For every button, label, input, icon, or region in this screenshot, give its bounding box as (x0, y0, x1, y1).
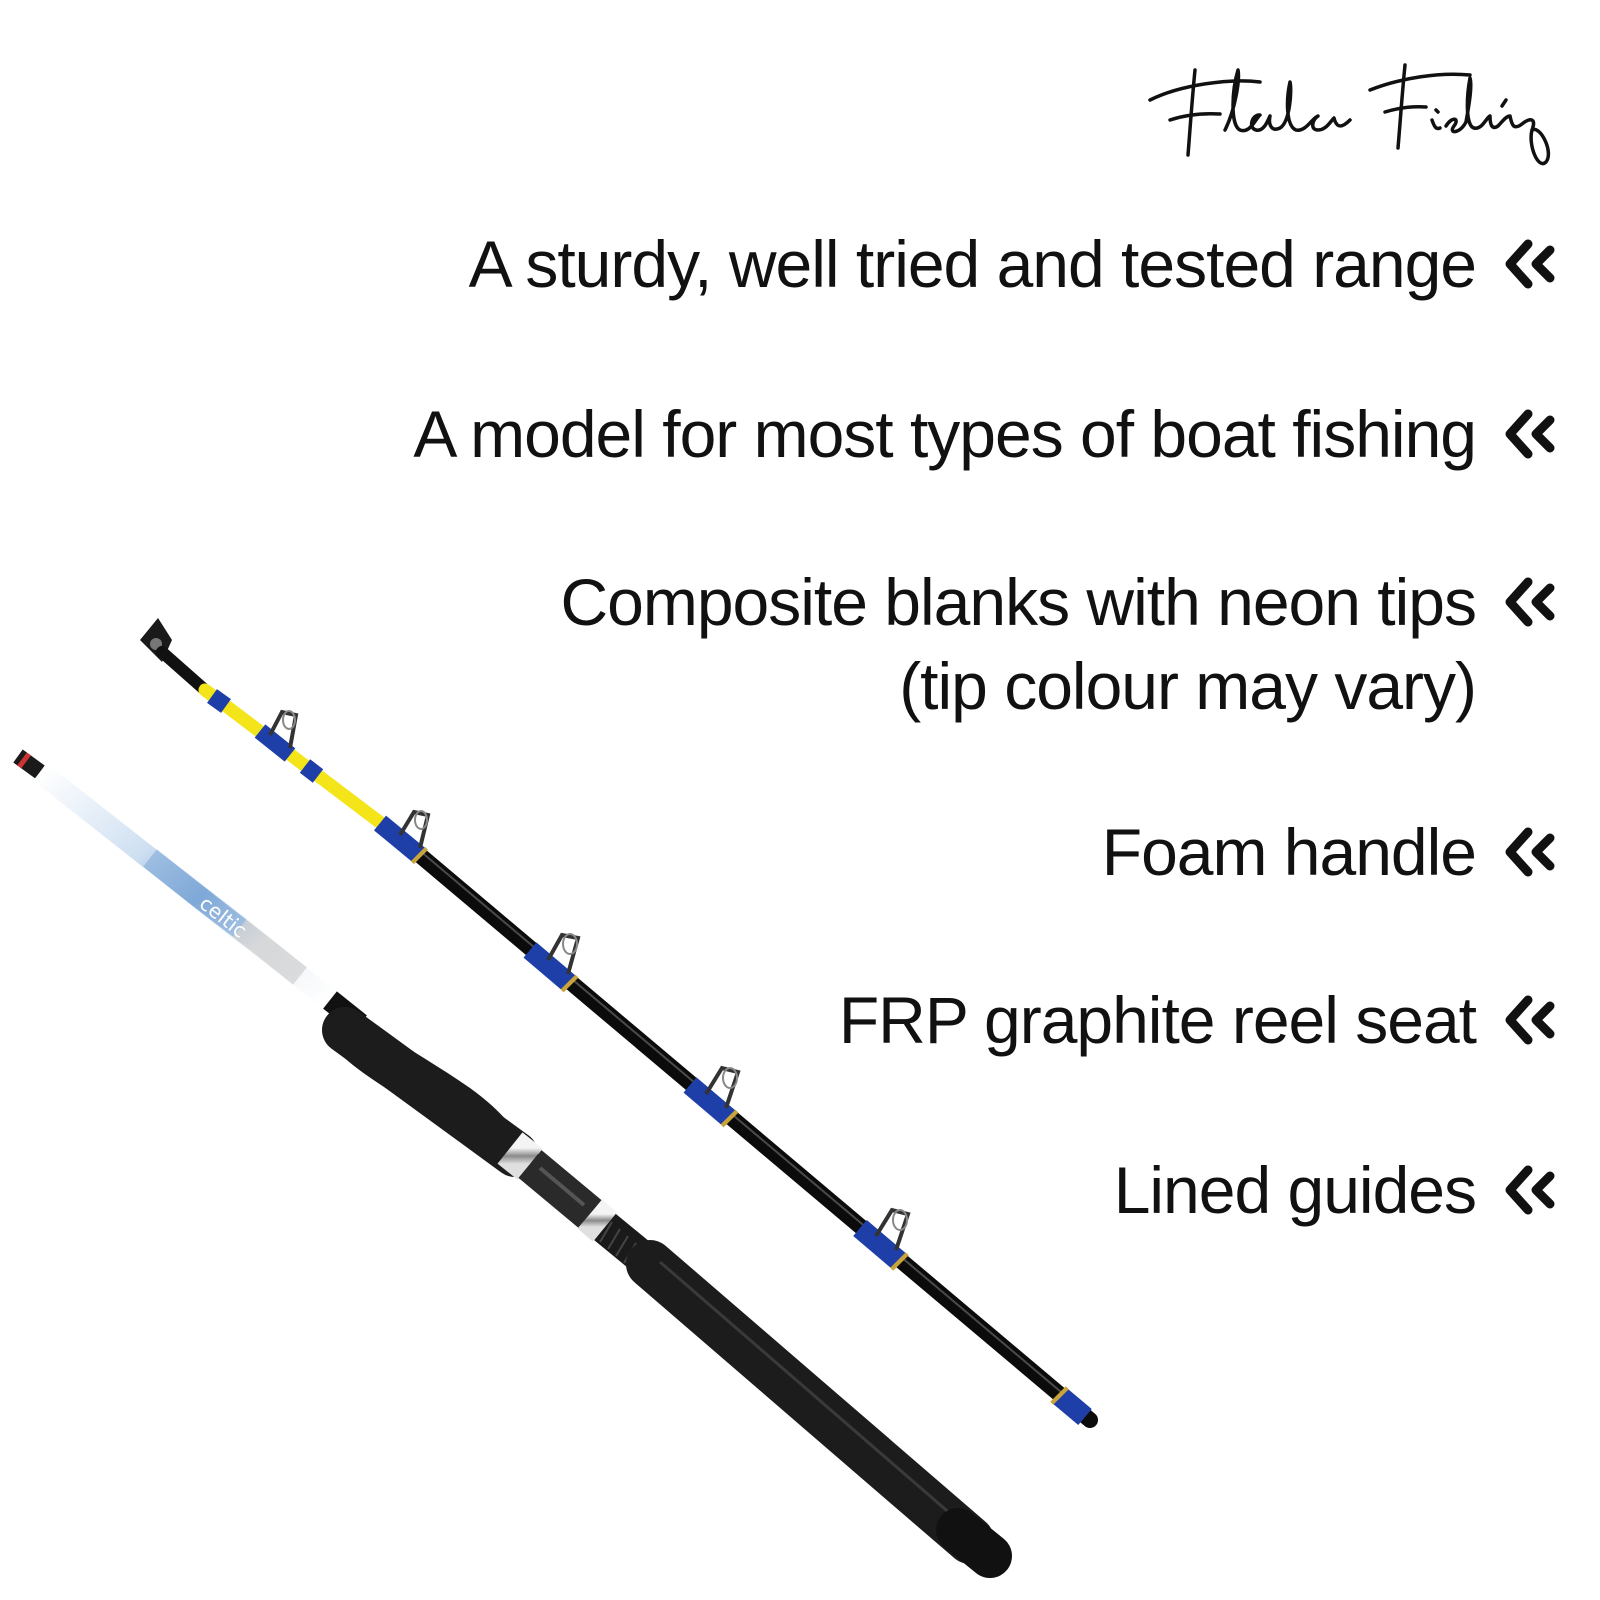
feature-item: A model for most types of boat fishing (413, 392, 1560, 476)
double-chevron-left-icon (1505, 1165, 1555, 1215)
feature-text-line2: (tip colour may vary) (899, 649, 1477, 723)
feature-item: Foam handle (1102, 810, 1560, 894)
feature-item: Lined guides (1114, 1148, 1560, 1232)
feature-text: Foam handle (1101, 815, 1477, 889)
double-chevron-left-icon (1505, 995, 1555, 1045)
brand-signature-logo (1148, 63, 1551, 166)
feature-text: Lined guides (1113, 1153, 1477, 1227)
feature-item: FRP graphite reel seat (839, 978, 1560, 1062)
feature-text-line1: Composite blanks with neon tips (560, 565, 1477, 639)
feature-text: FRP graphite reel seat (838, 983, 1477, 1057)
double-chevron-left-icon (1505, 827, 1555, 877)
double-chevron-left-icon (1505, 577, 1555, 627)
double-chevron-left-icon (1505, 239, 1555, 289)
feature-item: A sturdy, well tried and tested range (469, 222, 1560, 306)
feature-item: Composite blanks with neon tips (tip col… (561, 560, 1561, 728)
feature-text: A model for most types of boat fishing (413, 397, 1477, 471)
feature-text: Composite blanks with neon tips (tip col… (561, 560, 1477, 728)
double-chevron-left-icon (1505, 409, 1555, 459)
feature-text: A sturdy, well tried and tested range (468, 227, 1477, 301)
